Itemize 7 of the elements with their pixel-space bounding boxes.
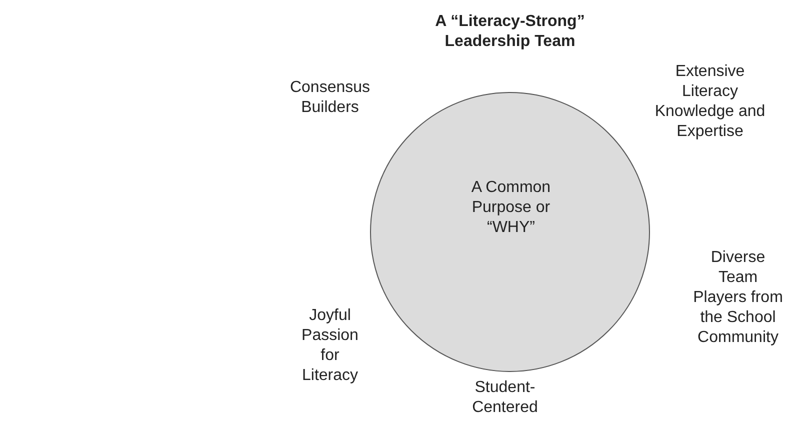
title: A “Literacy-Strong” Leadership Team (434, 12, 586, 52)
center-text: A Common Purpose or “WHY” (470, 178, 552, 238)
quality-label: Student-Centered (471, 378, 539, 418)
quality-label: Joyful Passion for Literacy (300, 306, 360, 386)
quality-label: Extensive Literacy Knowledge and Expertise (654, 62, 766, 142)
quality-label: Consensus Builders (288, 78, 372, 118)
quality-label: Diverse Team Players from the School Community (692, 248, 784, 348)
